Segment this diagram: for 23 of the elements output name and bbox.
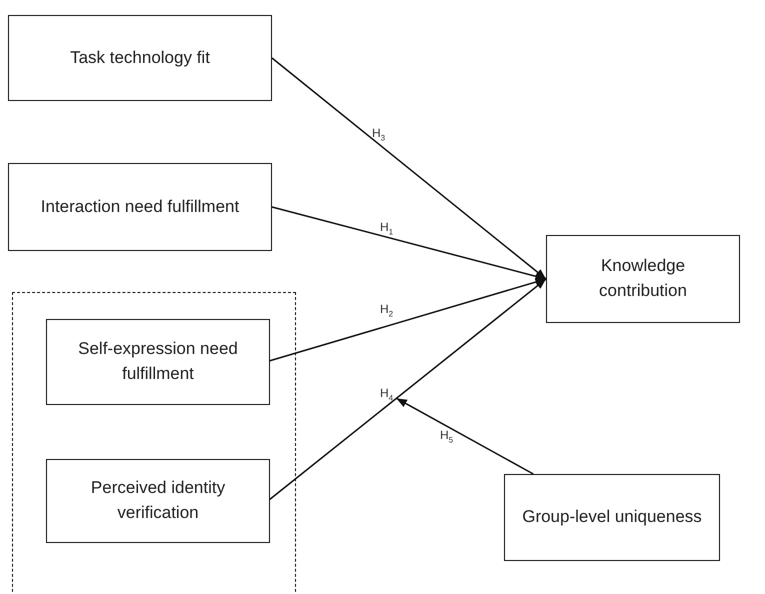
construct-label: Knowledge contribution bbox=[598, 255, 688, 302]
edge-label: H$_{4}$ bbox=[380, 386, 394, 402]
construct-label: Perceived identity verification bbox=[90, 477, 226, 524]
construct-box bbox=[504, 474, 720, 561]
construct-label: Interaction need fulfillment bbox=[40, 196, 240, 218]
edge-label: H$_{2}$ bbox=[380, 302, 394, 318]
edge-label: H$_{5}$ bbox=[440, 428, 454, 444]
construct-box bbox=[8, 163, 272, 251]
construct-label: Task technology fit bbox=[69, 46, 211, 69]
edge-label: H$_{1}$ bbox=[380, 220, 394, 236]
construct-box bbox=[546, 235, 740, 323]
arrow bbox=[272, 57, 546, 280]
arrow bbox=[268, 278, 546, 501]
arrow bbox=[268, 278, 546, 362]
arrow bbox=[272, 206, 546, 280]
construct-label: Self-expression need fulfillment bbox=[77, 338, 239, 385]
construct-box bbox=[46, 459, 270, 543]
edge-label: H$_{3}$ bbox=[372, 126, 386, 142]
construct-label: Group-level uniqueness bbox=[521, 506, 703, 528]
construct-box bbox=[46, 319, 270, 405]
construct-box bbox=[8, 15, 272, 101]
dashed-group-frame bbox=[12, 292, 296, 594]
arrow bbox=[396, 398, 534, 475]
